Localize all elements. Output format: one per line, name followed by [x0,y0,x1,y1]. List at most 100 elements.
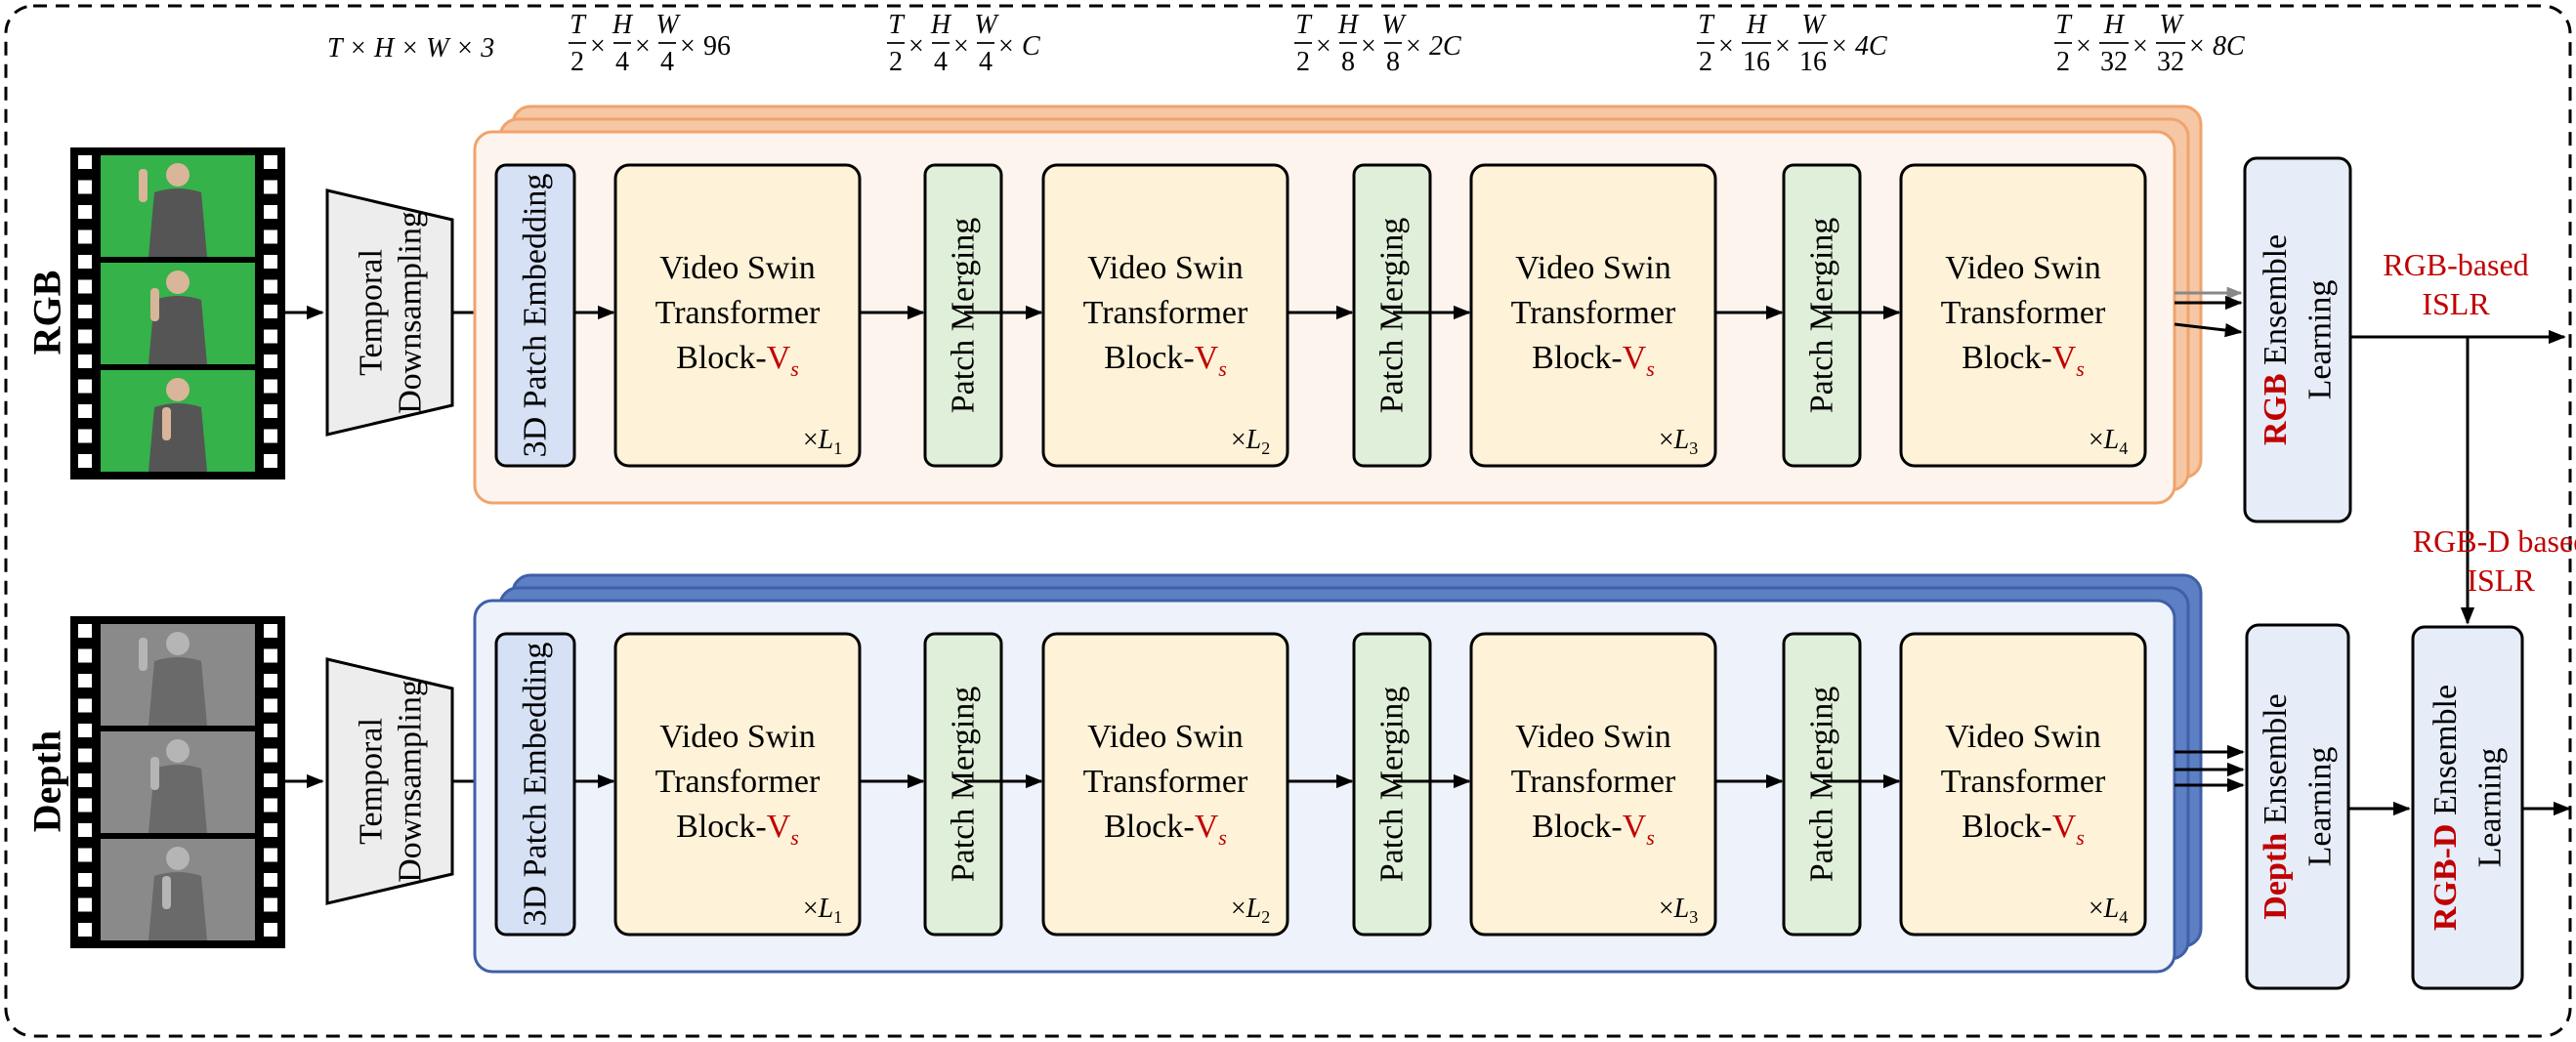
film-hole [78,429,92,443]
dim-denominator: 4 [660,47,674,77]
patch-embedding-block [494,632,576,937]
person-head [166,378,190,401]
film-hole [264,798,277,813]
patch-merging-label: Patch Merging [1374,218,1411,414]
dim-denominator: 2 [1699,47,1712,77]
film-hole [78,848,92,862]
dim-channels: C [1022,31,1040,62]
dim-channels: 4C [1855,31,1887,62]
film-hole [264,279,277,294]
dimension-labels: T × H × W × 3T2×H4×W4×96T2×H4×W4×CT2×H8×… [327,10,2245,77]
rgbd-output-label-line2: ISLR [2467,563,2535,598]
person-body [148,872,207,940]
film-hole [264,429,277,443]
swin-label-line2: Transformer [1511,295,1676,331]
video-swin-block [613,163,862,468]
swin-label-line2: Transformer [655,295,821,331]
rotated-label-line: Patch Merging [1374,218,1411,414]
rotated-label-line: Depth Ensemble [2258,693,2294,919]
film-hole [264,823,277,837]
person-body [148,765,207,833]
rotated-label-line: Downsampling [393,680,429,883]
patch-merging-block [1782,163,1862,468]
swin-label-line1: Video Swin [1945,250,2100,286]
film-hole [78,354,92,368]
dim-times: × [1406,31,1421,62]
rgbd-output-label-line1: RGB-D based [2413,523,2576,559]
dim-label-d2: T2×H4×W4×C [887,10,1040,77]
swin-label-line1: Video Swin [1087,719,1243,755]
film-hole [78,404,92,418]
dim-times: × [2133,31,2148,62]
dim-times: × [590,31,606,62]
patch-merging-block [923,163,1003,468]
film-hole [78,698,92,713]
film-hole [78,748,92,763]
swin-label-line3: Block-Vs [1532,809,1655,850]
film-hole [78,255,92,269]
rotated-label-line: Learning [2302,747,2339,867]
dim-label-d1: T2×H4×W4×96 [569,10,731,77]
dim-times: × [908,31,924,62]
swin-label-line2: Transformer [1083,295,1248,331]
rotated-label-line: Patch Merging [946,687,982,883]
person-hand [139,638,148,671]
swin-label-line1: Video Swin [1945,719,2100,755]
patch-merging-block [1352,632,1432,937]
dim-numerator: W [974,10,999,40]
repeat-count: ×L3 [1659,894,1698,927]
dim-denominator: 32 [2100,47,2128,77]
rotated-label-line: Downsampling [393,211,429,414]
rotated-label-line: RGB-D Ensemble [2428,685,2464,931]
swin-label-line2: Transformer [1083,764,1248,800]
swin-label-line1: Video Swin [1515,250,1670,286]
dim-denominator: 2 [2056,47,2070,77]
row-label: Depth [25,730,69,832]
dim-denominator: 16 [1799,47,1827,77]
video-swin-block [1469,632,1717,937]
row-label: RGB [25,271,69,355]
swin-label-line3: Block-Vs [1532,340,1655,381]
patch-embedding-block [494,163,576,468]
dim-denominator: 8 [1386,47,1400,77]
patch-merging-label: Patch Merging [946,687,982,883]
film-hole [78,329,92,344]
patch-merging-label: Patch Merging [946,218,982,414]
dim-numerator: H [1746,10,1768,40]
dim-numerator: T [1698,10,1715,40]
temporal-downsampling-block [325,657,454,905]
film-hole [264,923,277,937]
film-hole [78,648,92,663]
dim-numerator: T [570,10,587,40]
repeat-count: ×L2 [1231,894,1270,927]
person-body [148,657,207,726]
rgb-ensemble-box [2243,156,2352,523]
dim-numerator: W [1381,10,1407,40]
film-hole [264,674,277,688]
patch-merging-block [923,632,1003,937]
film-hole [78,897,92,912]
film-hole [264,748,277,763]
rotated-label-line: Temporal [354,249,390,376]
dim-times: × [1718,31,1734,62]
dim-numerator: T [1295,10,1313,40]
film-hole [78,205,92,219]
video-input-frames [70,147,285,479]
film-hole [264,404,277,418]
dim-numerator: H [930,10,952,40]
swin-label-line3: Block-Vs [1104,340,1227,381]
dim-times: × [680,31,696,62]
video-swin-block [1041,632,1289,937]
dim-times: × [1316,31,1331,62]
person-head [166,739,190,763]
depth-ensemble-box [2245,623,2350,990]
repeat-count: ×L3 [1659,425,1698,458]
dim-denominator: 4 [934,47,948,77]
patch-merging-label: Patch Merging [1804,687,1840,883]
film-hole [78,873,92,887]
film-hole [264,229,277,244]
temporal-downsampling-block [325,188,454,437]
